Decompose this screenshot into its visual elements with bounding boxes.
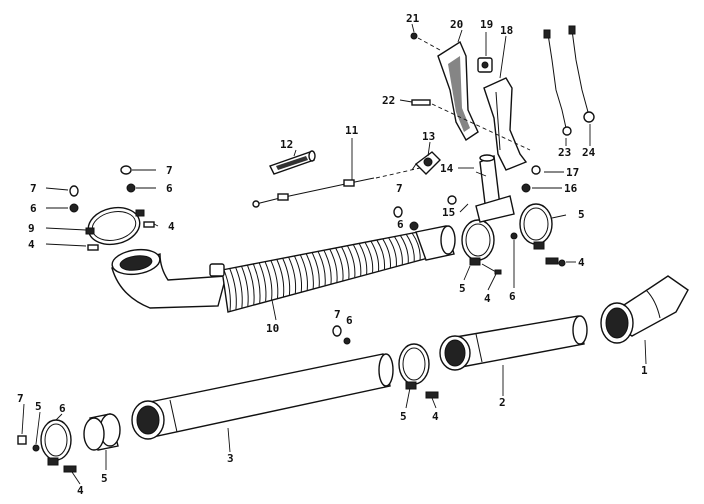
hose-rib: [305, 253, 314, 289]
part-2-tube: [439, 315, 588, 396]
coupler-ring: [83, 413, 121, 470]
hose-rib: [294, 255, 303, 292]
fasteners: [17, 165, 566, 473]
callout-5: 5: [101, 472, 108, 485]
hose-rib: [323, 250, 332, 284]
hose-rib: [311, 252, 320, 287]
callout-7: 7: [30, 182, 37, 195]
hose-rib: [235, 267, 243, 308]
callout-5: 5: [459, 282, 466, 295]
clamp-right: [519, 203, 553, 250]
callout-22: 22: [382, 94, 395, 107]
callout-4: 4: [578, 256, 585, 269]
part-13-clip: [411, 151, 441, 175]
callout-6: 6: [509, 290, 516, 303]
callout-5: 5: [578, 208, 585, 221]
hose-rib: [341, 246, 350, 279]
hose-rib: [247, 265, 255, 305]
parts-16-17: [521, 165, 541, 193]
callout-24: 24: [582, 146, 596, 159]
hose-rib: [358, 243, 368, 275]
hose-rib: [264, 261, 273, 300]
hose-rib: [288, 257, 297, 294]
callout-6: 6: [346, 314, 353, 327]
hose-rib: [347, 245, 356, 278]
handle-screws: [410, 32, 531, 151]
part-18-handle: [483, 77, 528, 171]
callout-4: 4: [77, 484, 84, 497]
part-3-tube: [131, 353, 394, 453]
clamp-bottom-left: [40, 419, 72, 466]
hose-rib: [241, 266, 249, 307]
hose-rib: [270, 260, 279, 299]
callout-17: 17: [566, 166, 579, 179]
hose-rib: [399, 235, 409, 263]
part-14-bracket: [447, 154, 515, 223]
hose-rib: [329, 249, 338, 283]
callout-3: 3: [227, 452, 234, 465]
callout-18: 18: [500, 24, 513, 37]
hose-rib: [405, 234, 415, 262]
leader-lines: [21, 23, 591, 485]
hose-rib: [223, 269, 231, 312]
callout-11: 11: [345, 124, 359, 137]
hose-rib: [411, 232, 421, 260]
callout-1: 1: [641, 364, 648, 377]
callout-14: 14: [440, 162, 454, 175]
callout-5: 5: [35, 400, 42, 413]
callout-23: 23: [558, 146, 571, 159]
callout-6: 6: [30, 202, 37, 215]
hose-rib: [394, 236, 403, 265]
callout-7: 7: [17, 392, 24, 405]
part-12-foam: [269, 150, 316, 175]
clamp-center: [461, 219, 495, 266]
hose-rib: [382, 238, 392, 268]
callout-9: 9: [28, 222, 35, 235]
hose-rib: [229, 268, 237, 310]
hose-rib: [276, 259, 285, 297]
callout-2: 2: [499, 396, 506, 409]
hose-rib: [370, 240, 380, 271]
hose-rib: [364, 242, 374, 273]
hose-rib: [299, 254, 308, 291]
hose-rib: [252, 264, 261, 304]
callout-6: 6: [397, 218, 404, 231]
callout-4: 4: [432, 410, 439, 423]
hose-rib: [352, 244, 362, 276]
part-10-flex-hose: [111, 225, 456, 321]
callout-5: 5: [400, 410, 407, 423]
callout-6: 6: [166, 182, 173, 195]
callout-10: 10: [266, 322, 279, 335]
hose-rib: [282, 258, 291, 295]
clamp-top-left: [85, 206, 145, 246]
callout-13: 13: [422, 130, 435, 143]
callout-4: 4: [168, 220, 175, 233]
callout-15: 15: [442, 206, 455, 219]
hose-rib: [388, 237, 397, 267]
callout-7: 7: [334, 308, 341, 321]
callout-7: 7: [166, 164, 173, 177]
clamp-lower-middle: [398, 343, 430, 390]
callout-6: 6: [59, 402, 66, 415]
hose-rib: [376, 239, 386, 270]
callout-20: 20: [450, 18, 463, 31]
callout-21: 21: [406, 12, 420, 25]
hose-rib: [258, 262, 267, 302]
callout-16: 16: [564, 182, 578, 195]
part-1-nozzle: [600, 275, 689, 365]
callout-labels: 1 2 3 4 4 4 4 4 4 5 5 5 5 5 6 6 6 6 6 6 …: [17, 12, 648, 497]
callout-4: 4: [28, 238, 35, 251]
hose-rib: [335, 247, 344, 281]
parts-23-24-wires: [543, 25, 595, 136]
part-20-handle-half: [437, 40, 479, 142]
callout-12: 12: [280, 138, 293, 151]
part-19-switch: [477, 57, 493, 73]
callout-7: 7: [396, 182, 403, 195]
callout-19: 19: [480, 18, 493, 31]
callout-4: 4: [484, 292, 491, 305]
hose-rib: [317, 251, 326, 286]
